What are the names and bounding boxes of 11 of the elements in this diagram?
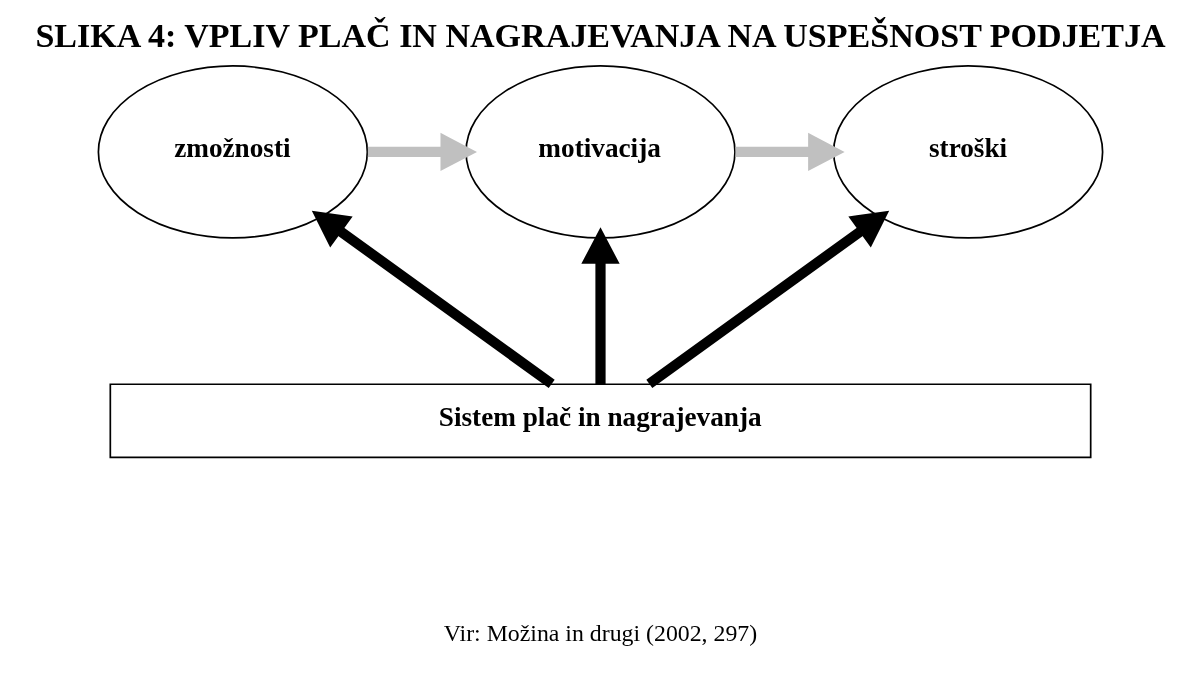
node-ellipse: zmožnosti — [97, 65, 368, 239]
arrow — [735, 132, 845, 172]
arrow — [580, 227, 620, 384]
arrow — [367, 132, 477, 172]
node-box: Sistem plač in nagrajevanja — [108, 383, 1092, 459]
node-ellipse: motivacija — [464, 65, 736, 239]
diagram-title: SLIKA 4: VPLIV PLAČ IN NAGRAJEVANJA NA USPEŠNOST PODJETJA — [34, 17, 1166, 55]
arrow — [645, 210, 889, 389]
node-ellipse: stroški — [832, 65, 1103, 239]
caption: Vir: Možina in drugi (2002, 297) — [443, 619, 757, 646]
arrow — [311, 210, 555, 389]
